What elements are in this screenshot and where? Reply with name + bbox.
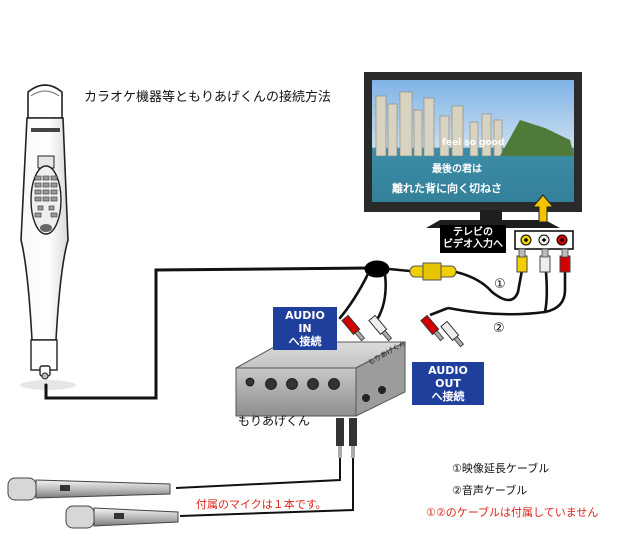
moriagekun-device [235,341,406,417]
handheld-mic-2 [65,505,179,529]
handheld-mic-1 [7,477,171,501]
legend-item-2: ②音声ケーブル [452,484,528,497]
audio-in-label-line2: へ接続 [288,335,322,348]
audio-in-label: AUDIO IN へ接続 [273,307,337,350]
device-name-label: もりあげくん [238,414,311,428]
tv-lyric-line-3: 離れた背に向く切ねさ [392,182,502,195]
audio-in-plugs [341,314,393,342]
television [364,72,582,228]
legend-item-1: ①映像延長ケーブル [452,462,550,475]
tv-input-label-line1: テレビの [453,227,493,238]
tv-input-jacks [514,230,574,250]
audio-out-label-line1: AUDIO OUT [428,364,468,390]
cable-marker-1: ① [494,277,506,292]
page-title: カラオケ機器等ともりあげくんの接続方法 [84,90,332,105]
cable-marker-2: ② [493,321,505,336]
karaoke-cable [44,260,422,400]
audio-out-label-line2: へ接続 [431,390,465,403]
video-extension-cable [409,248,528,302]
tv-lyric-line-1: feel so good [442,138,505,148]
audio-in-label-line1: AUDIO IN [285,309,325,335]
tv-lyric-line-2: 最後の君は [432,164,482,175]
karaoke-microphone [20,84,76,390]
mic-note: 付属のマイクは１本です。 [196,498,327,511]
audio-out-plugs [420,314,465,348]
audio-out-label: AUDIO OUT へ接続 [412,362,484,405]
audio-cable [429,248,571,317]
legend-note: ①②のケーブルは付属していません [426,506,599,519]
tv-input-label-line2: ビデオ入力へ [443,239,503,250]
tv-input-label: テレビの ビデオ入力へ [440,225,506,253]
mic-plugs [336,418,357,458]
